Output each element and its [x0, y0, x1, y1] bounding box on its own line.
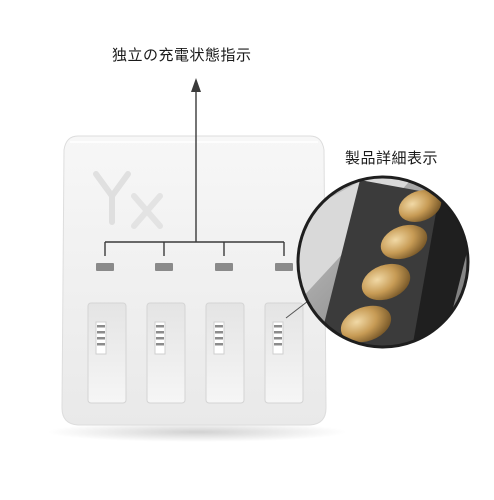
gold-contacts [340, 190, 442, 343]
brand-logo [93, 171, 163, 229]
charger-body [61, 135, 327, 426]
battery-slot-4 [264, 302, 304, 404]
indicator-callout-lines [104, 78, 285, 256]
detail-caption: 製品詳細表示 [345, 149, 439, 167]
battery-slots [87, 302, 304, 404]
led-indicator-4 [275, 263, 293, 271]
indicator-caption: 独立の充電状態指示 [112, 46, 252, 64]
battery-slot-3 [205, 302, 245, 404]
led-indicator-3 [215, 263, 233, 271]
led-indicator-2 [155, 263, 173, 271]
detail-magnifier [296, 175, 470, 349]
led-indicator-1 [96, 263, 114, 271]
led-indicators [96, 263, 293, 271]
battery-slot-1 [87, 302, 127, 404]
battery-slot-2 [146, 302, 186, 404]
ground-shadow [47, 422, 347, 442]
